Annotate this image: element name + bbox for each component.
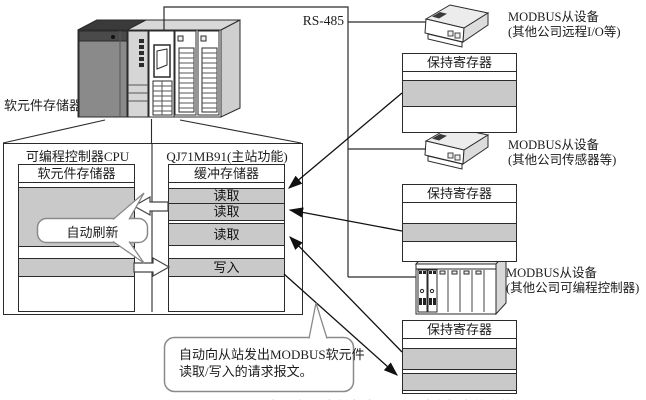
slave-sensor-device-icon (424, 126, 490, 170)
buffer-row-write: 写入 (169, 258, 284, 277)
figure-caption-clipped: 图 6.1 自动向从站发出读取/写入请求报文的功能 (228, 396, 528, 400)
rs485-label: RS-485 (302, 13, 344, 28)
slave-plc-label: MODBUS从设备 (其他公司可编程控制器) (506, 266, 646, 296)
auto-refresh-label: 自动刷新 (66, 225, 119, 240)
slave-remote-io-label: MODBUS从设备 (其他公司远程I/O等) (508, 10, 644, 40)
master-plc-rack-icon (77, 19, 241, 118)
holding-register-data-3a (403, 348, 516, 370)
holding-register-title-3: 保持寄存器 (403, 321, 516, 339)
master-memory-label: 软元件存储器 (4, 98, 83, 113)
holding-register-box-1: 保持寄存器 (402, 53, 517, 133)
slave-plc-device-icon (414, 251, 508, 316)
buffer-row-read-1: 读取 (169, 188, 284, 204)
read-arrow-slave1 (288, 92, 403, 189)
slave-remote-io-label-line2: (其他公司远程I/O等) (508, 25, 621, 39)
holding-register-data-2 (403, 223, 516, 242)
request-note-text: 自动向从站发出MODBUS软元件 读取/写入的请求报文。 (179, 346, 365, 380)
holding-register-data-1 (403, 80, 516, 107)
read-arrow-slave2 (288, 207, 403, 232)
request-note-line2: 读取/写入的请求报文。 (179, 364, 313, 379)
holding-register-box-2: 保持寄存器 (402, 184, 517, 262)
read-arrow-slave3 (289, 236, 403, 353)
cpu-device-memory-title: 软元件存储器 (19, 165, 134, 183)
buffer-memory-box: 缓冲存储器 读取 读取 读取 写入 (168, 164, 285, 312)
buffer-row-read-3: 读取 (169, 223, 284, 246)
holding-register-box-3: 保持寄存器 (402, 320, 517, 394)
request-note-line1: 自动向从站发出MODBUS软元件 (179, 347, 365, 362)
slave-plc-label-line2: (其他公司可编程控制器) (506, 281, 640, 295)
holding-register-title-2: 保持寄存器 (403, 185, 516, 203)
holding-register-title-1: 保持寄存器 (403, 54, 516, 72)
slave-sensor-label-line2: (其他公司传感器等) (508, 153, 617, 167)
qj71mb91-column-title: QJ71MB91(主站功能) (166, 149, 288, 164)
slave-plc-label-line1: MODBUS从设备 (506, 266, 597, 280)
slave-remote-io-device-icon (424, 4, 490, 48)
slave-sensor-label: MODBUS从设备 (其他公司传感器等) (508, 138, 644, 168)
buffer-row-read-2: 读取 (169, 203, 284, 221)
cpu-column-title: 可编程控制器CPU (25, 149, 130, 164)
cpu-memory-write-source (19, 258, 134, 277)
slave-remote-io-label-line1: MODBUS从设备 (508, 10, 599, 24)
holding-register-data-3b (403, 373, 516, 391)
buffer-memory-title: 缓冲存储器 (169, 165, 284, 183)
slave-sensor-label-line1: MODBUS从设备 (508, 138, 599, 152)
